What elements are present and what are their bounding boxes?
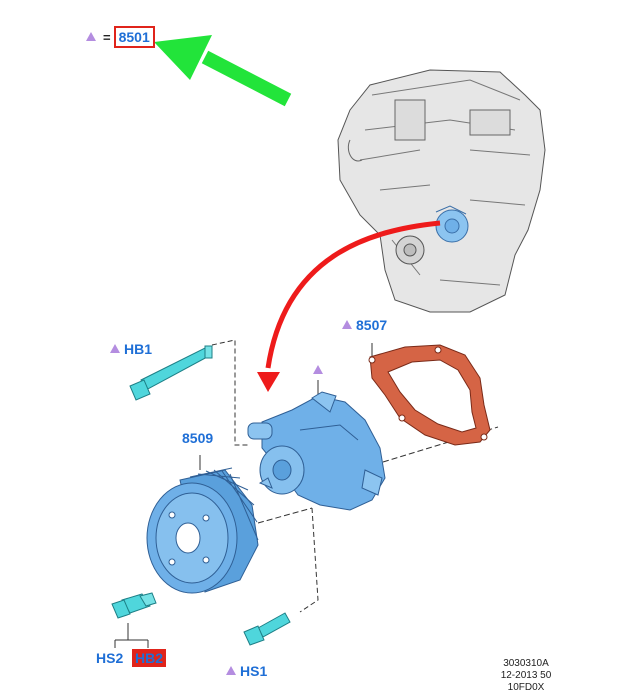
engine-assembly xyxy=(337,69,546,313)
bolt-hb1-code: HB1 xyxy=(124,341,153,357)
pump-marker-icon xyxy=(313,365,323,374)
legend: =8501 xyxy=(86,26,155,48)
drawing-code-line2: 12-2013 50 xyxy=(500,670,552,681)
green-arrow-icon xyxy=(154,35,292,107)
triangle-marker-icon xyxy=(342,320,352,329)
bolt-hb2-label: HB2 xyxy=(132,649,167,667)
drawing-reference: 3030310A 12-2013 50 10FD0X xyxy=(496,658,556,694)
pulley-label: 8509 xyxy=(182,430,214,446)
drawing-code-line3: 10FD0X xyxy=(507,682,545,693)
pulley-part xyxy=(146,467,259,594)
bolt-hs2-part xyxy=(111,592,157,619)
bolt-hs1-label: HS1 xyxy=(226,663,267,679)
bolt-hb1-label: HB1 xyxy=(110,341,152,357)
triangle-marker-icon xyxy=(226,666,236,675)
bolt-hs1-code: HS1 xyxy=(240,663,268,679)
legend-equals: = xyxy=(103,30,111,45)
triangle-marker-icon xyxy=(110,344,120,353)
water-pump-part xyxy=(247,391,386,511)
gasket-part-number: 8507 xyxy=(356,317,388,333)
legend-part-number: 8501 xyxy=(113,26,155,48)
gasket-part xyxy=(368,344,491,446)
bolt-hb1-part xyxy=(129,345,213,401)
bolt-hs2-label: HS2 xyxy=(96,650,124,666)
drawing-code-line1: 3030310A xyxy=(503,658,549,669)
triangle-marker-icon xyxy=(86,32,96,41)
gasket-label: 8507 xyxy=(342,317,387,333)
red-curved-arrow-icon xyxy=(257,220,441,392)
bolt-hs1-part xyxy=(243,612,291,646)
